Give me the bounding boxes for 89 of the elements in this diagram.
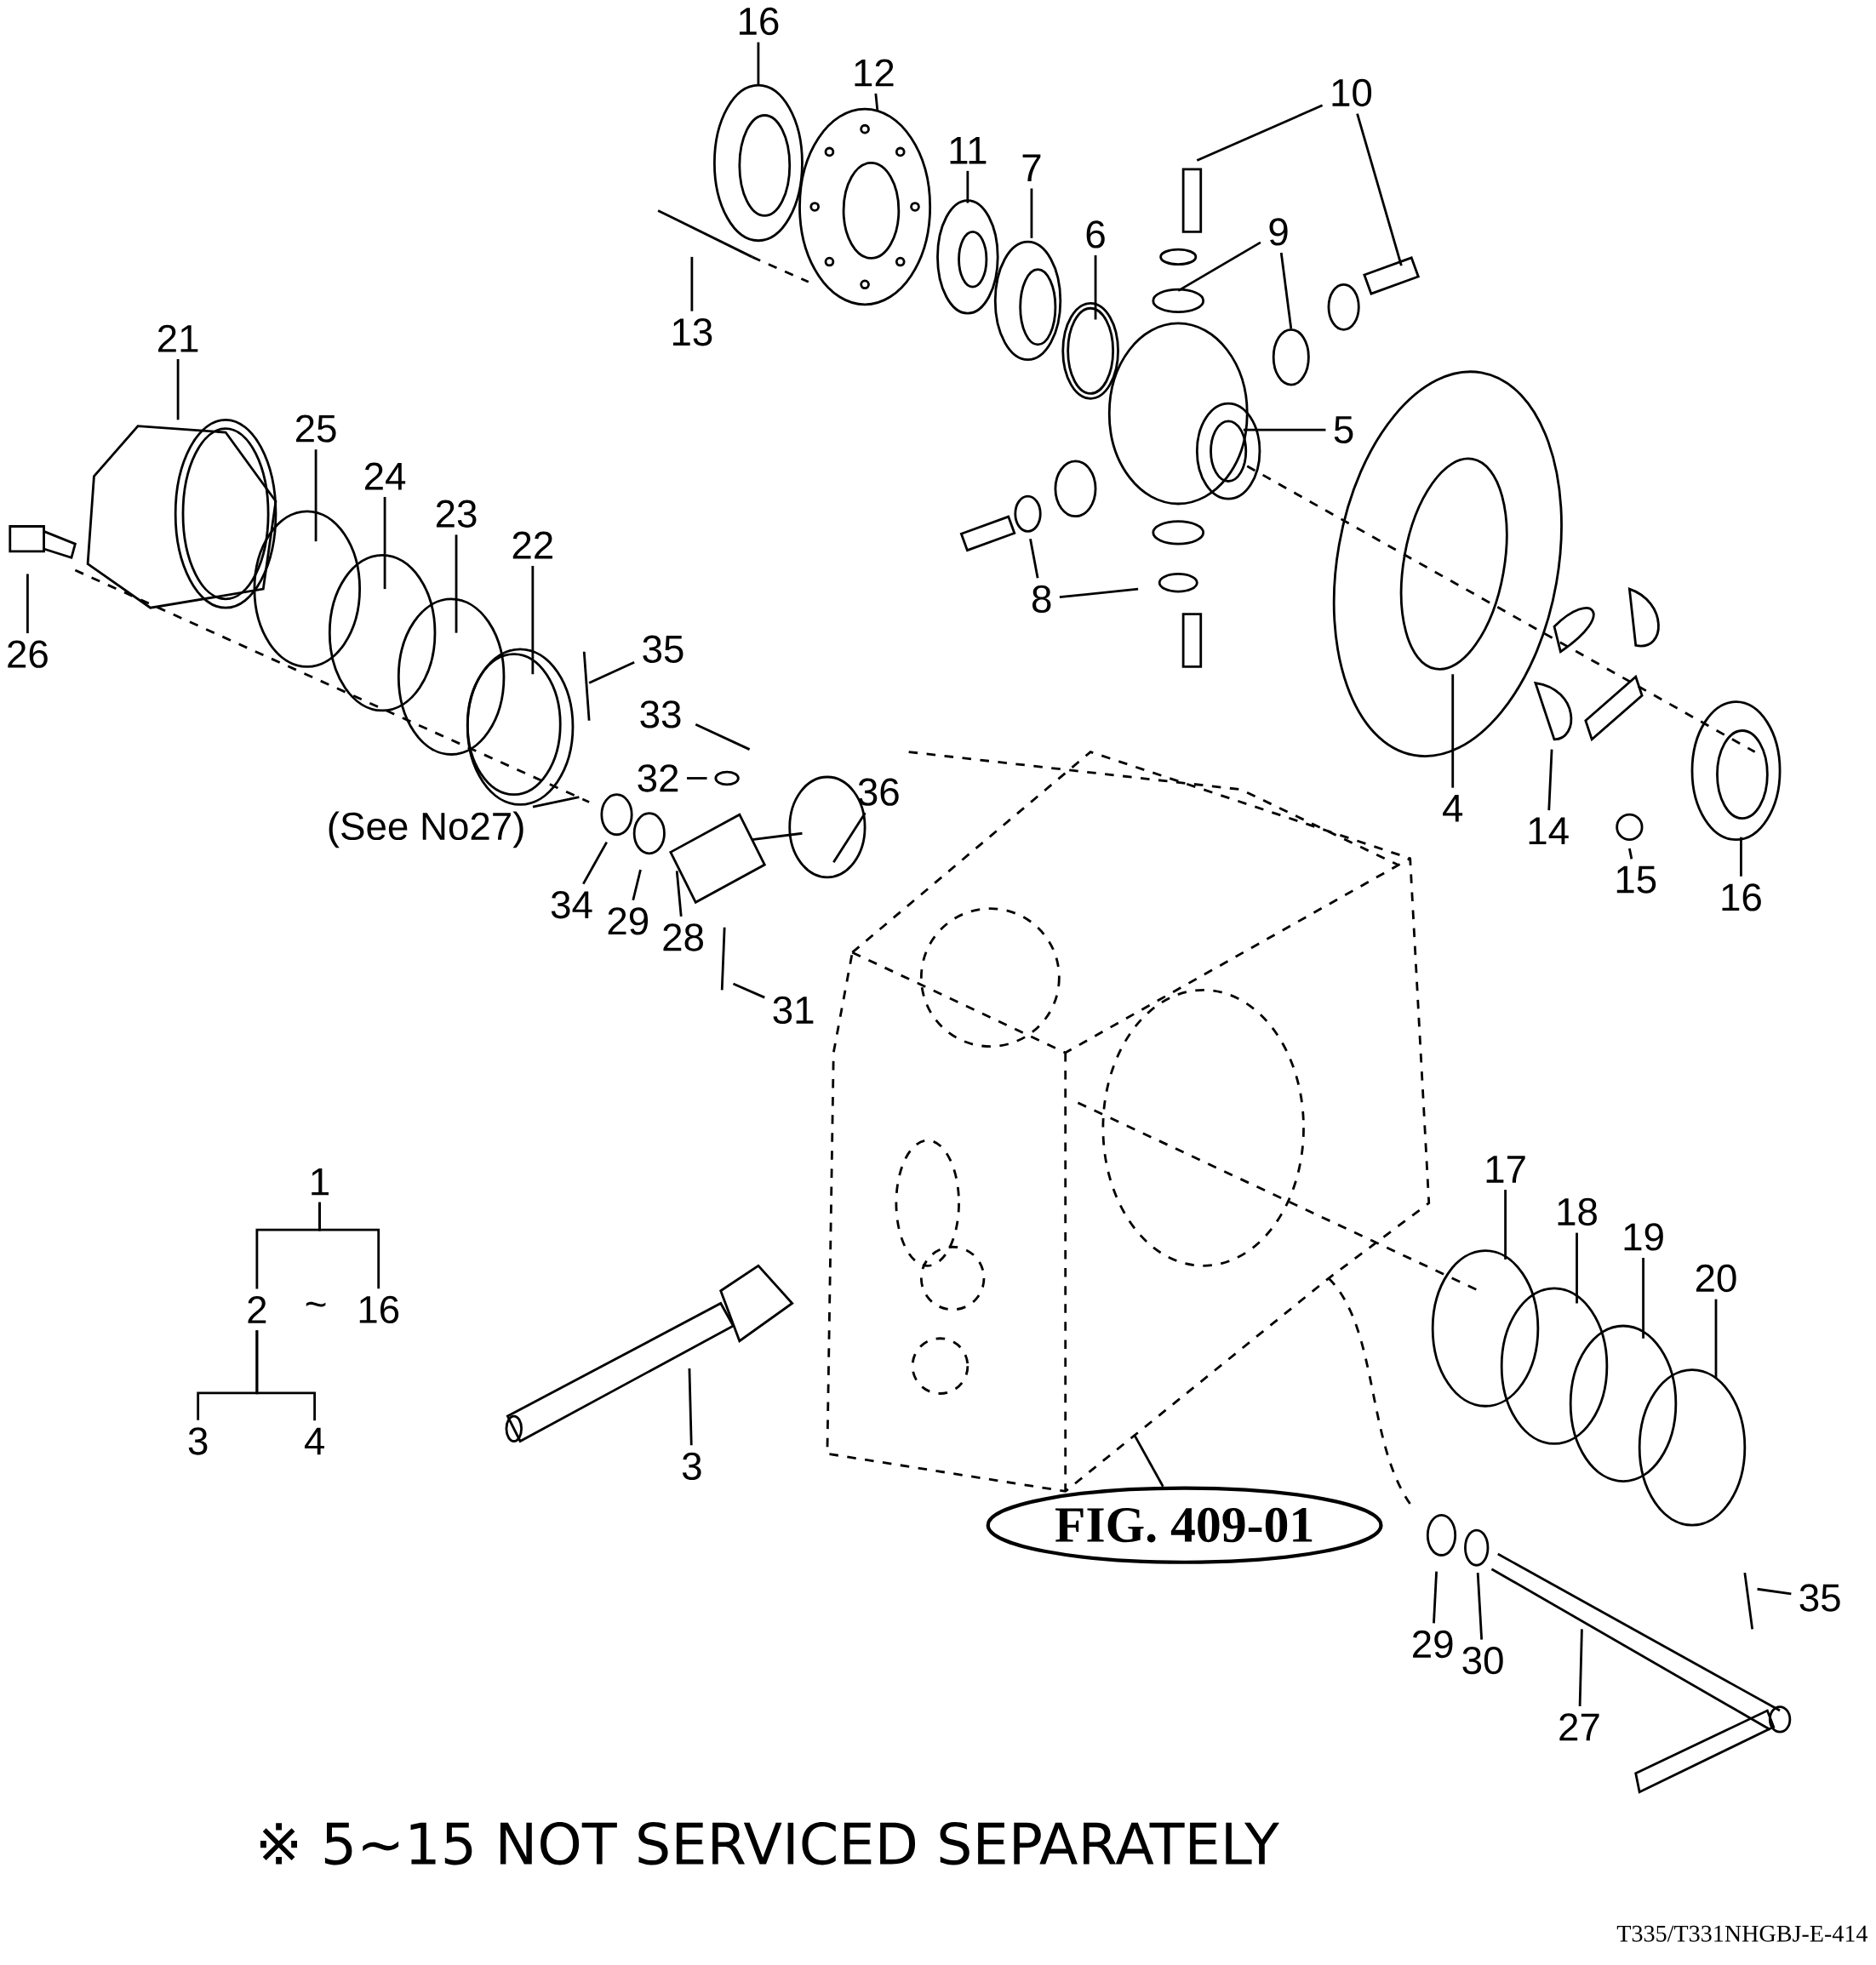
leader-line	[832, 812, 867, 863]
leader-line	[314, 449, 317, 542]
callout-number: 4	[304, 1427, 324, 1455]
callout-number: 11	[950, 137, 987, 164]
leader-line	[532, 796, 580, 808]
leader-line	[690, 256, 694, 311]
leader-line	[1547, 749, 1553, 811]
callout-number: 16	[359, 1295, 398, 1324]
callout-number: 35	[643, 635, 683, 663]
leader-line	[383, 496, 386, 590]
leader-line	[455, 534, 458, 633]
callout-number: 21	[157, 324, 198, 352]
leader-line	[1578, 1629, 1583, 1706]
leader-line	[1503, 1190, 1507, 1260]
leader-line	[1627, 848, 1633, 860]
leader-line	[688, 1368, 693, 1446]
callout-number: 25	[295, 414, 336, 443]
leader-line	[1451, 674, 1454, 788]
leader-line	[1575, 1232, 1578, 1304]
callout-number: 34	[551, 891, 592, 919]
callout-number: 23	[436, 500, 477, 528]
callout-number: 29	[608, 907, 648, 935]
leader-line	[581, 841, 608, 885]
leader-line	[1739, 837, 1742, 877]
leader-line	[686, 777, 707, 780]
leader-line	[1432, 1571, 1438, 1624]
leader-line	[1641, 1258, 1644, 1339]
range-sign: ~	[306, 1301, 326, 1307]
callout-number: 16	[739, 7, 779, 36]
callout-number: 10	[1332, 78, 1371, 107]
callout-number: 30	[1462, 1647, 1503, 1675]
leader-line	[732, 982, 765, 999]
callout-number: 7	[1022, 154, 1041, 182]
callout-number: 16	[1722, 883, 1761, 911]
callout-number: 28	[663, 923, 703, 951]
callout-number: 27	[1559, 1713, 1599, 1741]
leader-line	[1028, 538, 1039, 579]
leader-line	[1196, 104, 1323, 162]
callout-number: 2	[248, 1295, 266, 1323]
leader-line	[757, 42, 760, 86]
callout-number: 20	[1696, 1264, 1736, 1293]
callout-number: 19	[1624, 1223, 1663, 1251]
leader-line	[632, 869, 642, 901]
leader-line	[1757, 1587, 1792, 1596]
callout-number: 5	[1334, 416, 1353, 444]
leader-line	[26, 574, 29, 634]
callout-number: 13	[672, 318, 712, 346]
callout-number: 24	[364, 462, 405, 490]
callout-number: 3	[682, 1452, 701, 1481]
tree-line	[317, 1202, 380, 1289]
leader-line	[1133, 1434, 1164, 1488]
leader-line	[874, 93, 878, 111]
leader-line	[531, 565, 535, 675]
leader-line	[1243, 428, 1326, 431]
callout-number: 15	[1616, 865, 1656, 894]
callout-number: 36	[858, 778, 899, 806]
callout-number: 17	[1486, 1156, 1525, 1183]
tree-line	[255, 1330, 316, 1421]
callout-number: 33	[640, 700, 681, 728]
callout-number: 32	[638, 764, 678, 792]
note-text: ※ 5~15 NOT SERVICED SEPARATELY	[260, 1821, 1279, 1865]
callout-number: 6	[1086, 220, 1105, 248]
leader-line	[176, 359, 180, 420]
leader-line	[1714, 1299, 1718, 1379]
callout-number: 22	[512, 531, 552, 559]
leader-line	[1356, 113, 1403, 266]
callout-number: 8	[1032, 585, 1051, 614]
callout-number: 1	[312, 1168, 329, 1196]
drawing-code: T335/T331NHGBJ-E-414	[1616, 1925, 1867, 1942]
leader-line	[1030, 188, 1033, 238]
callout-number: 4	[1442, 795, 1462, 822]
callout-number: 12	[855, 59, 894, 87]
callout-number: 35	[1799, 1584, 1840, 1612]
leader-line	[1476, 1573, 1483, 1640]
leader-line	[588, 661, 635, 684]
callout-number: 26	[8, 640, 48, 668]
callout-number: 14	[1529, 817, 1569, 845]
callout-number: 29	[1412, 1630, 1453, 1659]
leader-line	[1094, 255, 1097, 320]
callout-number: 9	[1269, 218, 1288, 246]
callout-number: 3	[188, 1427, 208, 1455]
leader-line	[1279, 252, 1292, 328]
leader-line	[966, 170, 969, 203]
leader-line	[1177, 241, 1261, 292]
callout-number: (See No27)	[329, 811, 523, 848]
leader-line	[1059, 587, 1139, 599]
leader-line	[675, 871, 683, 917]
callout-number: 18	[1558, 1197, 1597, 1226]
callout-number: 31	[773, 996, 814, 1025]
